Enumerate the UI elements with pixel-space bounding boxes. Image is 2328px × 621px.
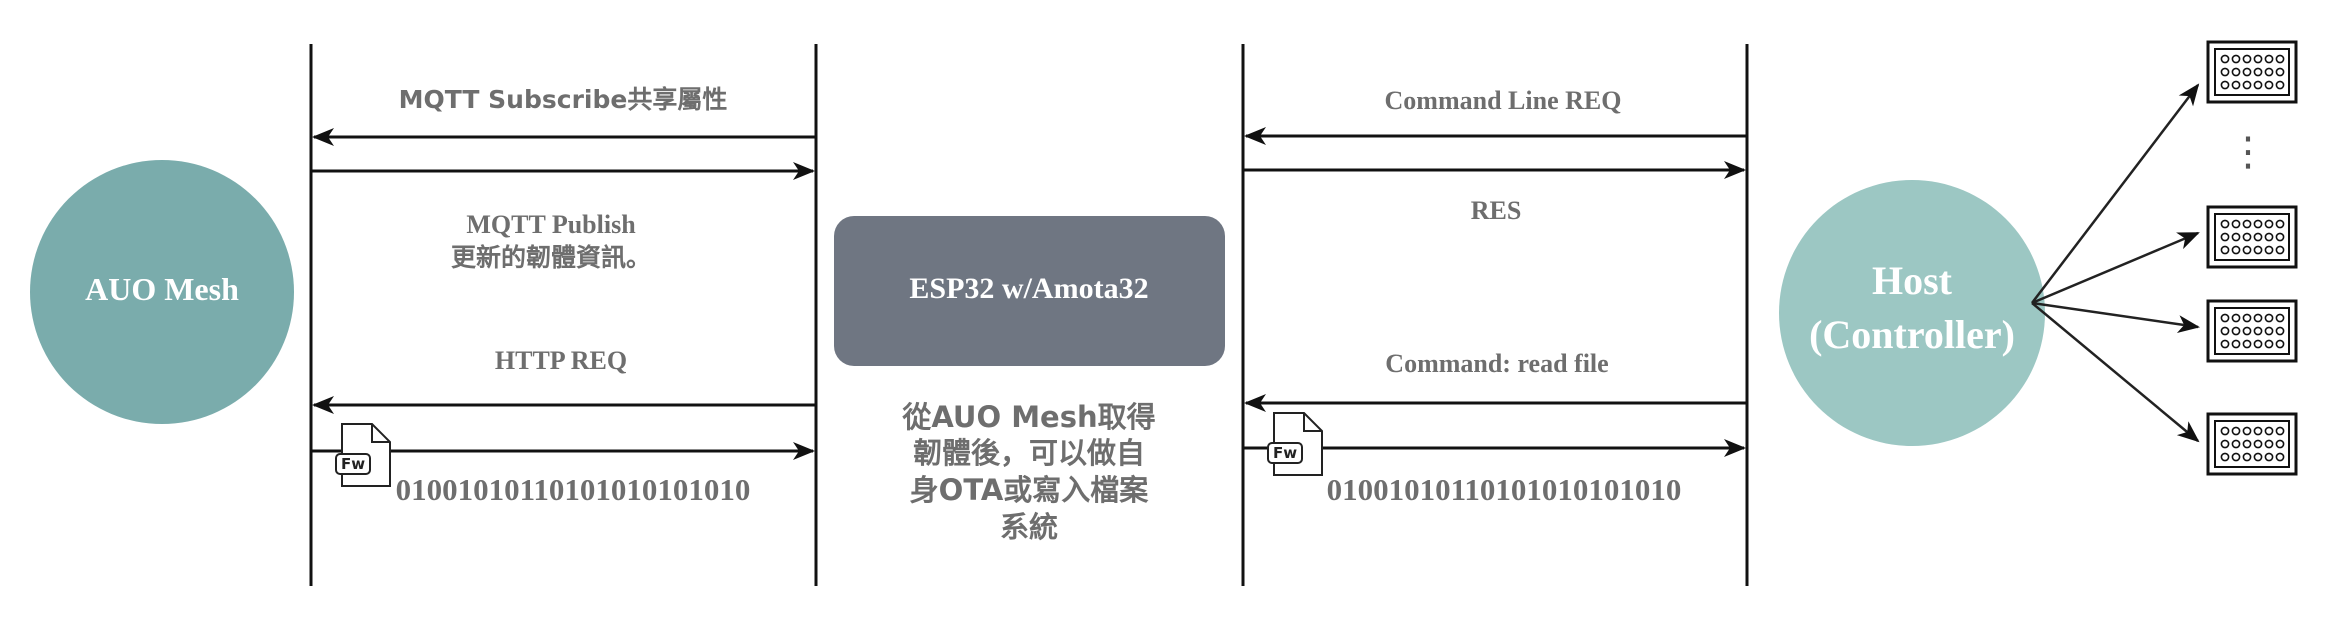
msg-mqtt-subscribe: MQTT Subscribe共享屬性 bbox=[399, 85, 728, 114]
file-icon-label-left: Fw bbox=[341, 455, 365, 473]
binary-stream-left: 01001010110101010101010 bbox=[396, 472, 751, 507]
led-panel-device-icon bbox=[2206, 299, 2298, 363]
host-label-line2: (Controller) bbox=[1809, 312, 2015, 357]
esp32-note-line3: 身OTA或寫入檔案 bbox=[910, 473, 1150, 507]
esp32-label: ESP32 w/Amota32 bbox=[909, 272, 1148, 305]
file-icon-label-right: Fw bbox=[1273, 444, 1297, 462]
msg-mqtt-publish: MQTT Publish bbox=[466, 210, 636, 239]
msg-command-read-file: Command: read file bbox=[1385, 349, 1608, 378]
led-panel-device-icon bbox=[2206, 205, 2298, 269]
msg-publish-firmware-info: 更新的韌體資訊。 bbox=[451, 243, 651, 272]
esp32-note-line4: 系統 bbox=[1000, 510, 1058, 544]
binary-stream-right: 01001010110101010101010 bbox=[1327, 472, 1682, 507]
esp32-node bbox=[834, 216, 1225, 366]
fan-arrow-device-2 bbox=[2031, 231, 2200, 305]
led-panel-device-icon bbox=[2206, 40, 2298, 104]
msg-http-req: HTTP REQ bbox=[495, 346, 627, 375]
auo-mesh-node bbox=[30, 160, 294, 424]
firmware-file-icon-left: Fw bbox=[335, 423, 391, 487]
firmware-file-icon-right: Fw bbox=[1267, 412, 1323, 476]
devices-ellipsis: ⋮ bbox=[2228, 129, 2268, 175]
led-panel-device-icon bbox=[2206, 412, 2298, 476]
msg-res: RES bbox=[1471, 196, 1522, 225]
msg-command-line-req: Command Line REQ bbox=[1385, 86, 1622, 115]
fan-arrow-device-4 bbox=[2031, 302, 2200, 443]
fan-arrow-device-3 bbox=[2031, 301, 2200, 334]
esp32-note-line1: 從AUO Mesh取得 bbox=[901, 400, 1155, 434]
auo-mesh-label: AUO Mesh bbox=[85, 271, 239, 307]
fan-arrow-device-1 bbox=[2031, 83, 2200, 304]
host-label-line1: Host bbox=[1872, 258, 1953, 303]
device-group bbox=[2206, 40, 2298, 476]
esp32-note-line2: 韌體後，可以做自 bbox=[913, 436, 1145, 470]
host-node bbox=[1779, 180, 2045, 446]
